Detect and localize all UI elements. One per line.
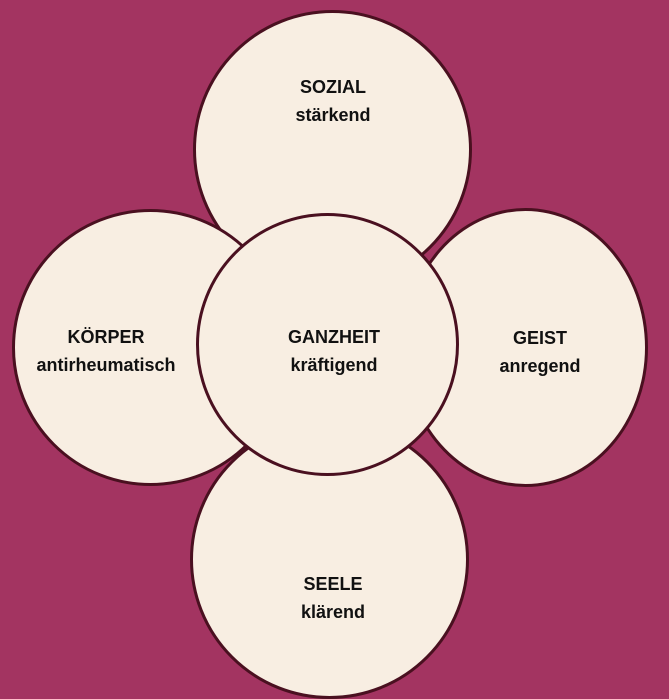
koerper-label: KÖRPER antirheumatisch [18, 323, 194, 379]
seele-circle [190, 420, 469, 699]
seele-subtitle: klärend [300, 602, 366, 622]
sozial-title: SOZIAL [300, 77, 366, 97]
geist-subtitle: anregend [499, 356, 581, 376]
sozial-label: SOZIAL stärkend [200, 73, 466, 129]
geist-title: GEIST [512, 328, 567, 348]
seele-label: SEELE klärend [200, 570, 466, 626]
ganzheit-subtitle: kräftigend [290, 355, 378, 375]
geist-label: GEIST anregend [460, 324, 620, 380]
koerper-subtitle: antirheumatisch [36, 355, 176, 375]
seele-title: SEELE [303, 574, 363, 594]
koerper-title: KÖRPER [67, 327, 145, 347]
sozial-subtitle: stärkend [295, 105, 371, 125]
ganzheit-title: GANZHEIT [288, 327, 380, 347]
ganzheit-label: GANZHEIT kräftigend [226, 323, 442, 379]
ganzheit-circle [196, 213, 459, 476]
